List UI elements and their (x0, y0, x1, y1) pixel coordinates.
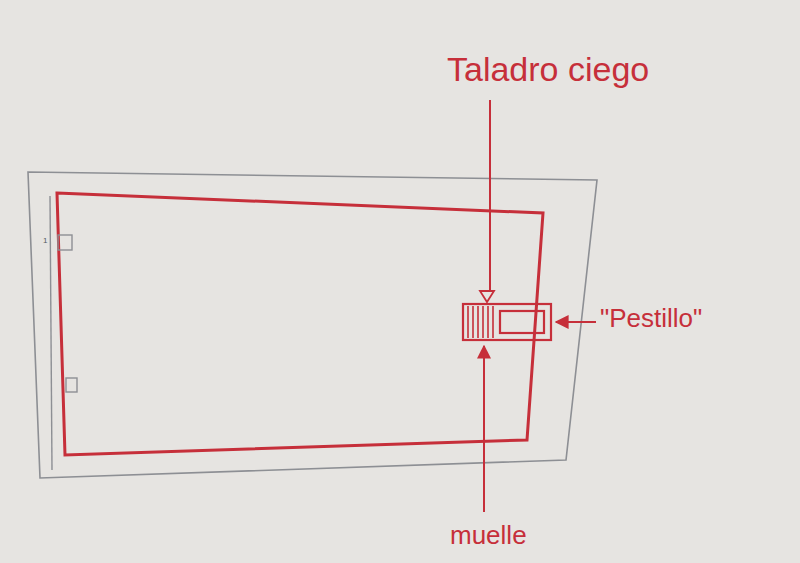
hinge (66, 378, 77, 392)
part-label: Taladro ciego (447, 52, 649, 86)
hinge (58, 235, 72, 250)
leader-arrow (556, 321, 596, 323)
leader-arrow (483, 346, 485, 512)
lid-outline (57, 193, 543, 455)
frame-outline (28, 172, 597, 478)
frame-inner-edge (50, 196, 52, 470)
latch (463, 291, 551, 340)
callout-number: 1 (43, 237, 47, 245)
part-label: "Pestillo" (600, 305, 702, 331)
part-label: muelle (450, 522, 527, 548)
leader-line (489, 100, 491, 290)
